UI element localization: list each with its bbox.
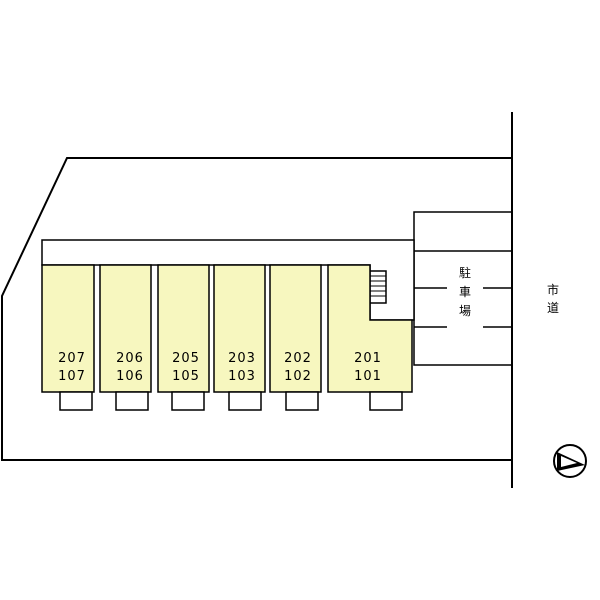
stairs [369, 270, 387, 304]
unit-label-upper: 201 [354, 351, 382, 366]
unit-label-lower: 103 [228, 369, 256, 384]
parking-label-char-1: 駐 [459, 265, 471, 280]
unit-202-102: 202 102 [269, 264, 322, 411]
unit-label-upper: 207 [58, 351, 86, 366]
unit-label-upper: 203 [228, 351, 256, 366]
parking-label-char-3: 場 [459, 304, 471, 318]
unit-label-upper: 202 [284, 351, 312, 366]
unit-label-lower: 105 [172, 369, 200, 384]
parking-label-char-2: 車 [459, 285, 471, 299]
unit-label-lower: 107 [58, 369, 86, 384]
unit-label-lower: 102 [284, 369, 312, 384]
unit-label-lower: 106 [116, 369, 144, 384]
unit-label-upper: 206 [116, 351, 144, 366]
unit-201-101: 201 101 [327, 264, 413, 411]
unit-205-105: 205 105 [157, 264, 210, 411]
unit-203-103: 203 103 [213, 264, 266, 411]
unit-207-107: 207 107 [41, 264, 95, 411]
north-arrow-icon [553, 444, 587, 478]
unit-label-upper: 205 [172, 351, 200, 366]
unit-206-106: 206 106 [99, 264, 152, 411]
road-label-char-1: 市 [547, 282, 559, 297]
road-label-char-2: 道 [547, 301, 559, 315]
unit-label-lower: 101 [354, 369, 382, 384]
lot-boundary [0, 157, 512, 461]
